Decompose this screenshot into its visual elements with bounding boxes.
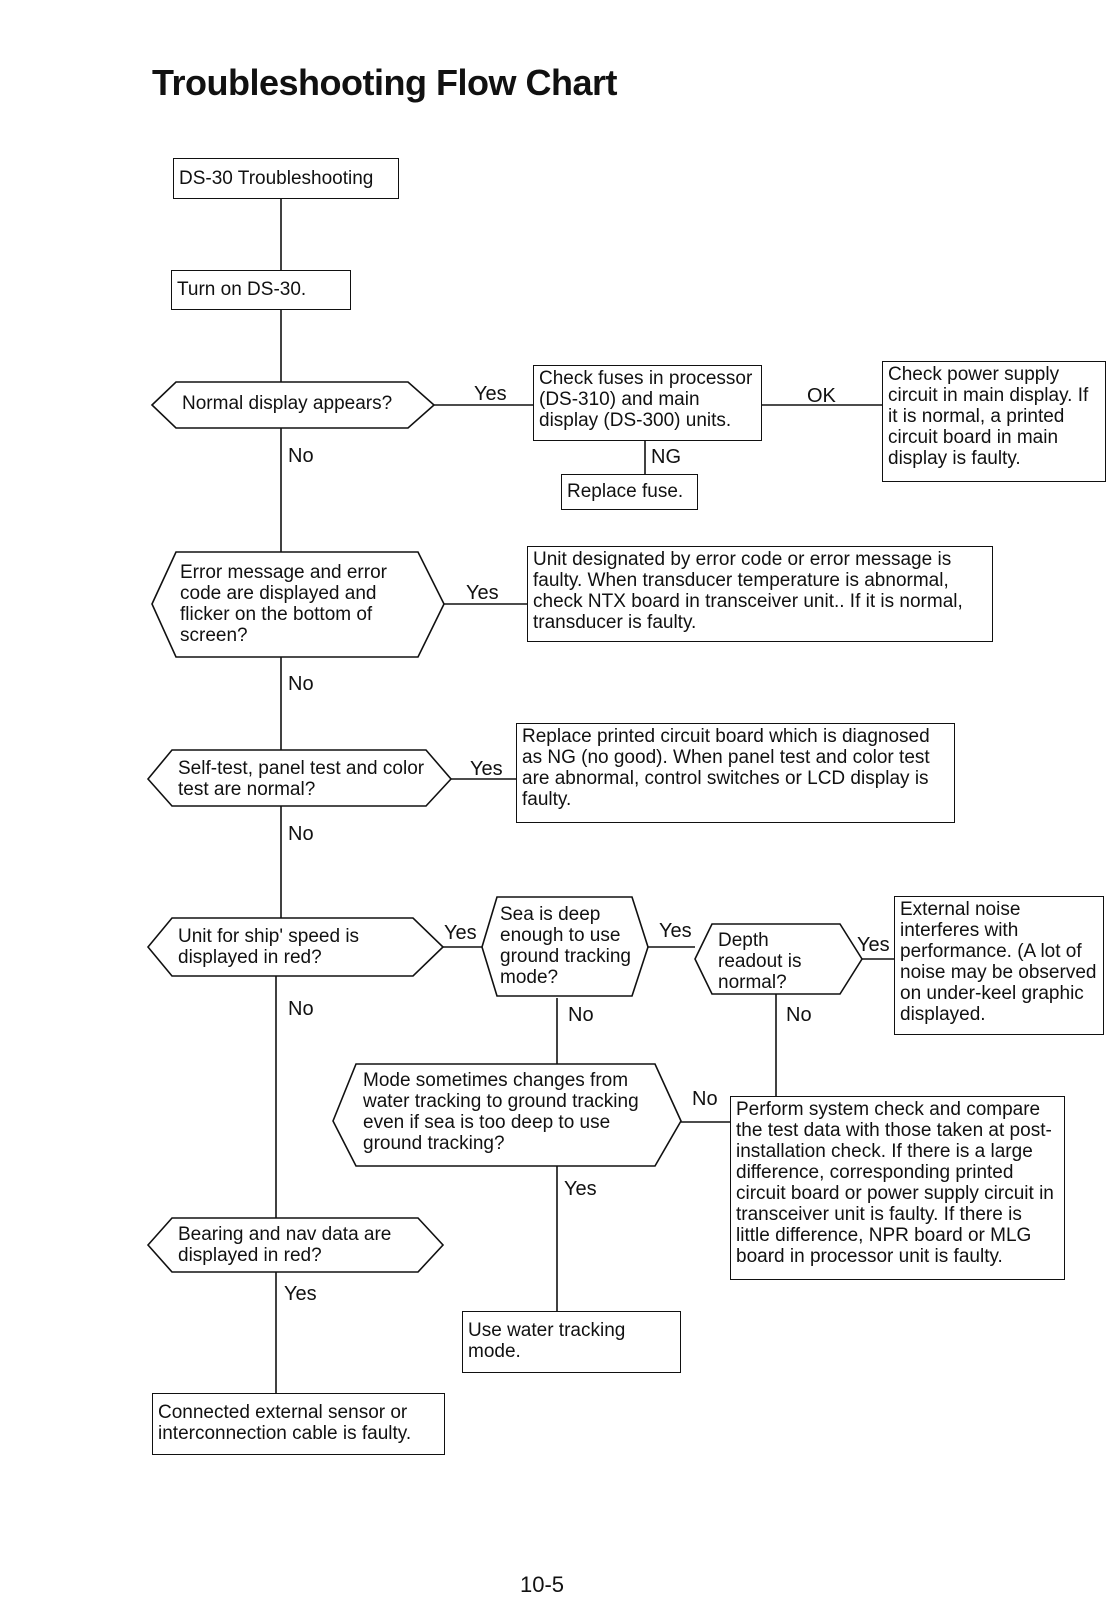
replace-pcb-box: Replace printed circuit board which is d… bbox=[516, 723, 955, 823]
external-noise-box: External noise interferes with performan… bbox=[894, 896, 1104, 1035]
edge-label-error-no: No bbox=[288, 673, 314, 695]
ship-speed-text: Unit for ship' speed is displayed in red… bbox=[178, 926, 360, 968]
unit-designated-box: Unit designated by error code or error m… bbox=[527, 546, 993, 642]
edge-label-fuses-ok: OK bbox=[807, 385, 836, 407]
external-sensor-box: Connected external sensor or interconnec… bbox=[152, 1393, 445, 1455]
decision-error-message bbox=[151, 551, 445, 658]
start-box: DS-30 Troubleshooting bbox=[173, 158, 399, 199]
decision-mode-changes bbox=[332, 1063, 682, 1167]
decision-self-test bbox=[146, 749, 453, 807]
edge-label-mode-no: No bbox=[692, 1088, 718, 1110]
page-number: 10-5 bbox=[520, 1572, 565, 1597]
edge-label-speed-yes: Yes bbox=[444, 922, 477, 944]
edge-label-normal-no: No bbox=[288, 445, 314, 467]
edge-label-normal-yes: Yes bbox=[474, 383, 507, 405]
perform-system-check-box: Perform system check and compare the tes… bbox=[730, 1096, 1065, 1280]
turn-on-box: Turn on DS-30. bbox=[171, 270, 351, 310]
error-message-text: Error message and error code are display… bbox=[180, 562, 387, 646]
self-test-text: Self-test, panel test and color test are… bbox=[178, 758, 425, 800]
edge-label-bearing-yes: Yes bbox=[284, 1283, 317, 1305]
edge-label-sea-yes: Yes bbox=[659, 920, 692, 942]
decision-depth-readout bbox=[694, 923, 863, 995]
sea-deep-text: Sea is deep enough to use ground trackin… bbox=[500, 904, 631, 988]
check-power-box: Check power supply circuit in main displ… bbox=[882, 361, 1106, 482]
edge-label-speed-no: No bbox=[288, 998, 314, 1020]
edge-label-error-yes: Yes bbox=[466, 582, 499, 604]
replace-fuse-box: Replace fuse. bbox=[561, 474, 698, 510]
mode-changes-text: Mode sometimes changes from water tracki… bbox=[363, 1070, 639, 1154]
decision-normal-display bbox=[150, 381, 436, 429]
page-title: Troubleshooting Flow Chart bbox=[152, 62, 617, 103]
decision-sea-deep bbox=[481, 896, 649, 997]
edge-label-self-yes: Yes bbox=[470, 758, 503, 780]
edge-label-fuses-ng: NG bbox=[651, 446, 681, 468]
check-fuses-box: Check fuses in processor (DS-310) and ma… bbox=[533, 365, 762, 441]
bearing-nav-text: Bearing and nav data are displayed in re… bbox=[178, 1224, 392, 1266]
depth-readout-text: Depth readout is normal? bbox=[718, 930, 802, 993]
edge-label-self-no: No bbox=[288, 823, 314, 845]
edge-label-depth-yes: Yes bbox=[857, 934, 890, 956]
normal-display-text: Normal display appears? bbox=[182, 393, 393, 414]
edge-label-depth-no: No bbox=[786, 1004, 812, 1026]
use-water-tracking-box: Use water tracking mode. bbox=[462, 1311, 681, 1373]
decision-ship-speed bbox=[146, 917, 445, 977]
decision-bearing-nav bbox=[146, 1217, 445, 1273]
edge-label-mode-yes: Yes bbox=[564, 1178, 597, 1200]
edge-label-sea-no: No bbox=[568, 1004, 594, 1026]
